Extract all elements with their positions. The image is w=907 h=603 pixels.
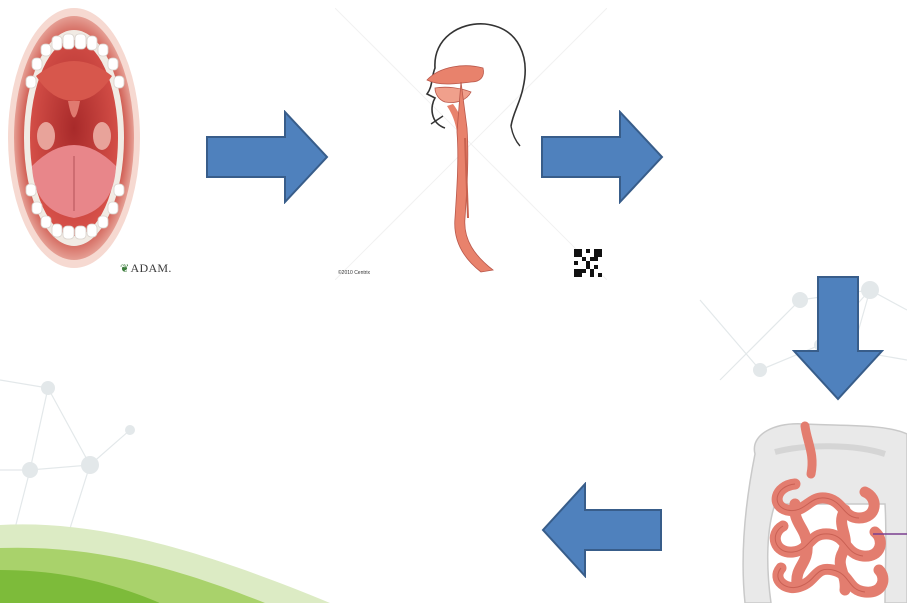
- intestine-icon: [735, 414, 907, 603]
- centrix-credit: ©2010 Centrix: [338, 270, 370, 276]
- adam-credit-text: ADAM.: [131, 261, 172, 275]
- arrow-down: [792, 275, 884, 401]
- arrow-right-2-shape: [542, 112, 662, 202]
- green-swoosh: [0, 524, 330, 603]
- mouth-illustration: [6, 6, 146, 272]
- arrow-down-shape: [794, 277, 882, 399]
- adam-logo-icon: ❦: [120, 263, 130, 275]
- arrow-right-2: [540, 110, 664, 204]
- arrow-right-1-shape: [207, 112, 327, 202]
- adam-credit: ❦ADAM.: [120, 261, 172, 276]
- open-mouth-icon: [6, 6, 146, 272]
- arrow-left: [541, 482, 665, 578]
- arrow-left-shape: [543, 484, 661, 576]
- small-intestine-illustration: [735, 414, 907, 603]
- arrow-right-1: [205, 110, 329, 204]
- qr-code-icon: [574, 249, 602, 277]
